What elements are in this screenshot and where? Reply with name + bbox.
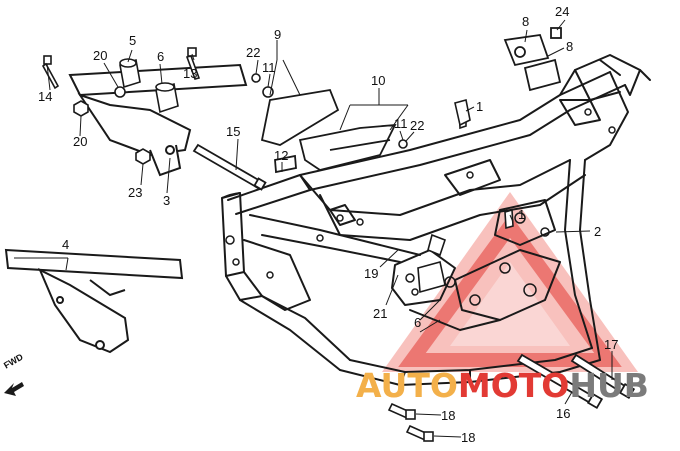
watermark-part-hub: HUB — [569, 366, 649, 405]
callout-16: 16 — [556, 406, 571, 421]
callout-20-left: 20 — [73, 134, 88, 149]
callout-23: 23 — [128, 185, 143, 200]
watermark-part-moto: MOTO — [457, 366, 570, 405]
callout-17: 17 — [604, 337, 619, 352]
callout-20-top: 20 — [93, 48, 108, 63]
callout-8-right: 8 — [566, 39, 574, 54]
watermark-logo: AUTOMOTOHUB — [356, 366, 649, 405]
callout-6-top: 6 — [157, 49, 165, 64]
frame-holes — [225, 108, 616, 306]
callout-18-bottom: 18 — [461, 430, 476, 445]
callout-8-top: 8 — [522, 14, 530, 29]
frame-brackets — [417, 102, 514, 294]
forward-arrow-icon — [4, 382, 24, 396]
callout-12: 12 — [274, 148, 289, 163]
top-right-brackets — [503, 27, 562, 92]
callout-13: 13 — [183, 66, 198, 81]
main-frame — [221, 54, 651, 386]
callout-4: 4 — [62, 237, 70, 252]
callout-24: 24 — [555, 4, 570, 19]
callout-1-mid: 1 — [518, 207, 526, 222]
callout-5: 5 — [129, 33, 137, 48]
leader-lines — [14, 19, 613, 438]
side-covers — [260, 88, 397, 174]
small-hardware — [41, 47, 471, 165]
callout-22-mid: 22 — [410, 118, 425, 133]
callout-14: 14 — [38, 89, 53, 104]
callout-15: 15 — [226, 124, 241, 139]
callout-1-top: 1 — [476, 99, 484, 114]
callout-22-top: 22 — [246, 45, 261, 60]
bottom-bolts-part-18 — [387, 402, 434, 442]
callout-18-top: 18 — [441, 408, 456, 423]
callout-19: 19 — [364, 266, 379, 281]
lower-hanger-part-4 — [4, 248, 184, 354]
watermark-part-auto: AUTO — [356, 366, 458, 405]
callout-11-top: 11 — [262, 60, 276, 75]
callout-3: 3 — [163, 193, 171, 208]
long-bolts — [192, 143, 636, 410]
engine-hanger-part-3 — [68, 63, 248, 177]
callout-6-mid: 6 — [414, 315, 422, 330]
callout-21: 21 — [373, 306, 388, 321]
callout-9: 9 — [274, 27, 282, 42]
callout-11-mid: 11 — [394, 116, 408, 131]
callout-10: 10 — [371, 73, 386, 88]
callout-2: 2 — [594, 224, 602, 239]
